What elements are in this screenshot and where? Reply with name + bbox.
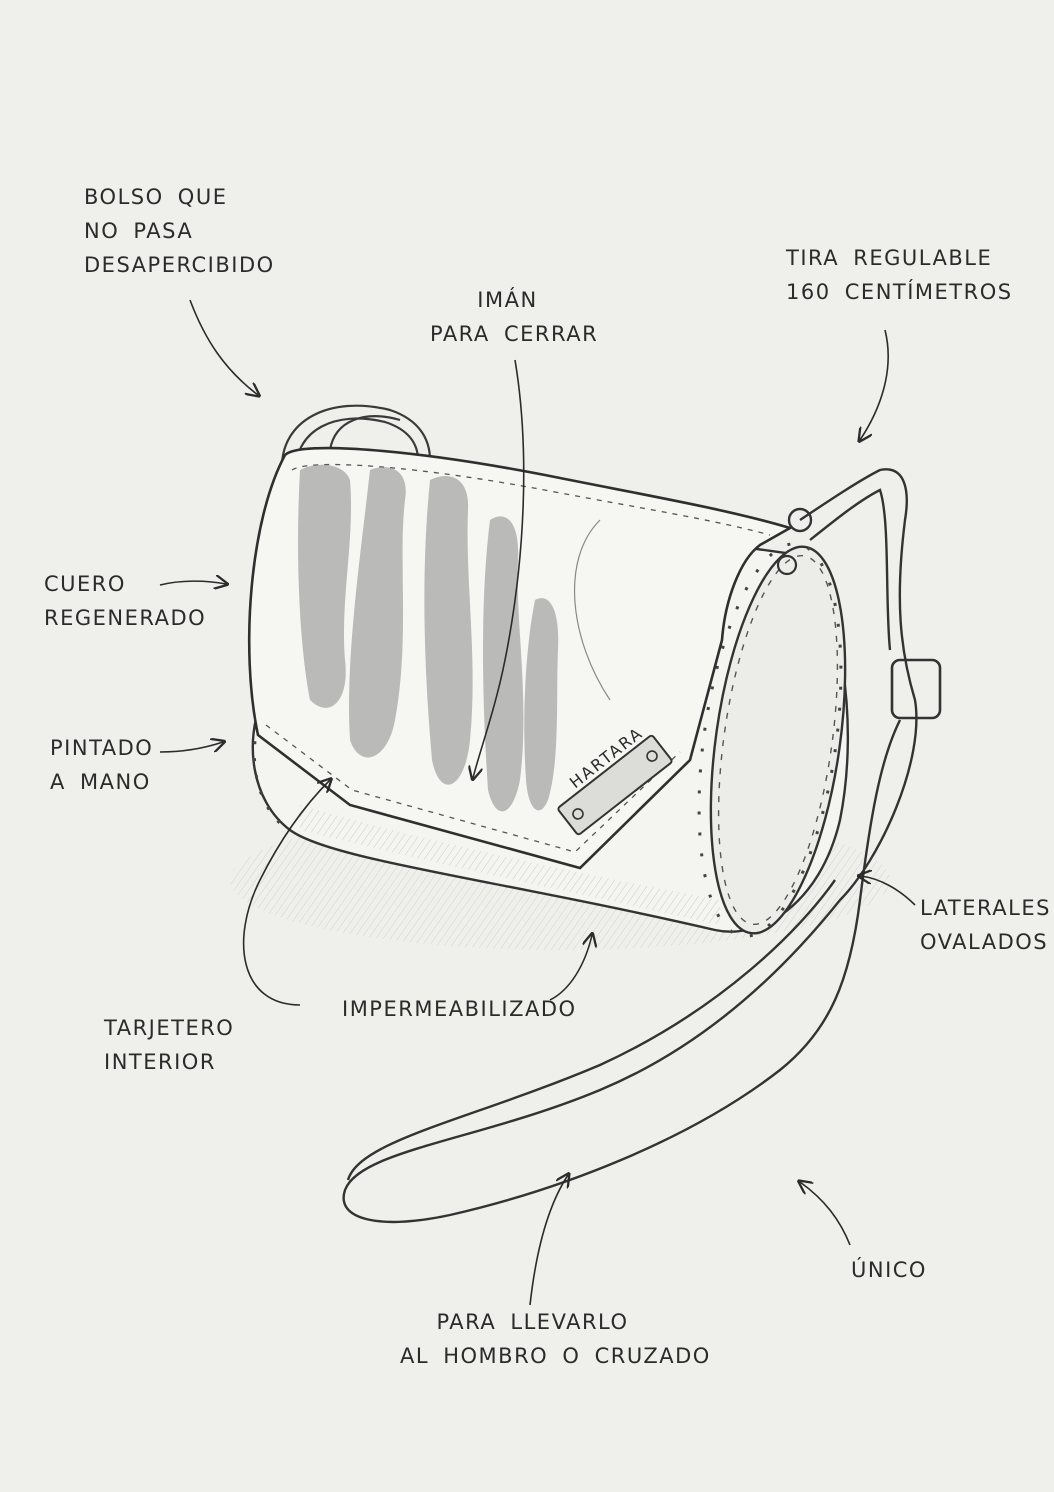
label-laterales-line1: LATERALES: [920, 891, 1051, 925]
label-iman-line1: IMÁN: [430, 283, 585, 317]
label-pintado: PINTADO A MANO: [50, 731, 153, 799]
label-laterales: LATERALES OVALADOS: [920, 891, 1051, 959]
label-impermeabilizado: IMPERMEABILIZADO: [342, 992, 577, 1026]
label-tarjetero-line1: TARJETERO: [104, 1011, 234, 1045]
label-cuero: CUERO REGENERADO: [44, 567, 206, 635]
label-pintado-line2: A MANO: [50, 765, 153, 799]
label-tarjetero-line2: INTERIOR: [104, 1045, 234, 1079]
label-bolso-line3: DESAPERCIBIDO: [84, 248, 275, 282]
label-tira-line2: 160 CENTÍMETROS: [786, 275, 1013, 309]
label-pintado-line1: PINTADO: [50, 731, 153, 765]
label-cuero-line1: CUERO: [44, 567, 206, 601]
arrow-llevar: [530, 1175, 568, 1305]
label-tarjetero: TARJETERO INTERIOR: [104, 1011, 234, 1079]
label-tira: TIRA REGULABLE 160 CENTÍMETROS: [786, 241, 1013, 309]
arrow-bolso: [190, 300, 258, 395]
label-laterales-line2: OVALADOS: [920, 925, 1051, 959]
label-iman: IMÁN PARA CERRAR: [430, 283, 585, 351]
arrow-unico: [800, 1182, 850, 1245]
arrow-tira: [860, 330, 888, 440]
label-tira-line1: TIRA REGULABLE: [786, 241, 1013, 275]
label-unico: ÚNICO: [851, 1253, 927, 1287]
label-bolso: BOLSO QUE NO PASA DESAPERCIBIDO: [84, 180, 275, 282]
label-bolso-line1: BOLSO QUE: [84, 180, 275, 214]
arrow-pintado: [160, 742, 223, 752]
label-bolso-line2: NO PASA: [84, 214, 275, 248]
label-llevar-line1: PARA LLEVARLO: [400, 1305, 665, 1339]
label-cuero-line2: REGENERADO: [44, 601, 206, 635]
label-llevar: PARA LLEVARLO AL HOMBRO O CRUZADO: [400, 1305, 665, 1373]
label-iman-line2: PARA CERRAR: [430, 317, 585, 351]
label-llevar-line2: AL HOMBRO O CRUZADO: [400, 1339, 665, 1373]
